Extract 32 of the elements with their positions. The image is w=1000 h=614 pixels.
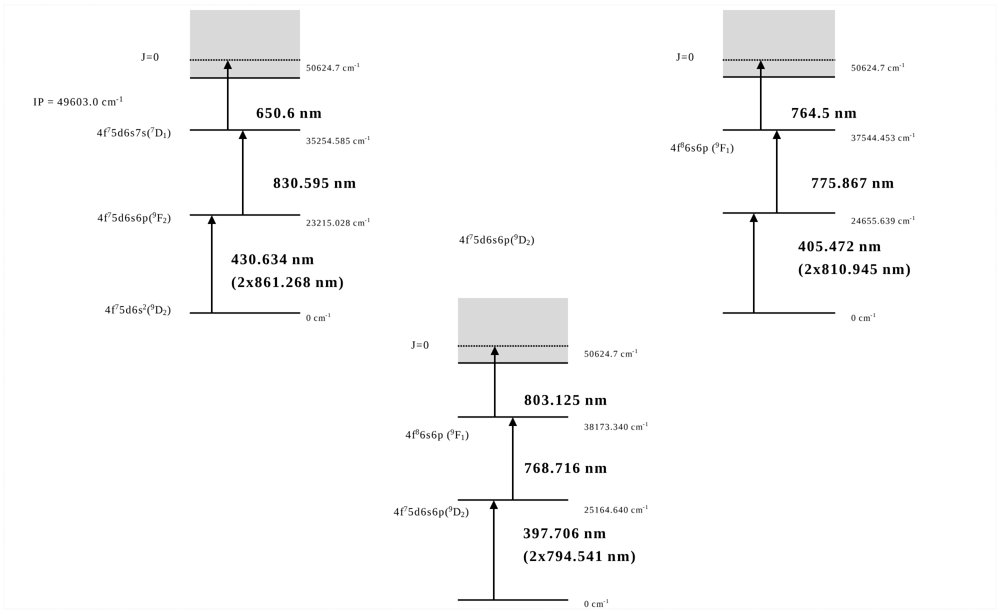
- wavelength-label: 764.5 nm: [792, 108, 856, 118]
- energy-value: 24655.639 cm$^{-1}$: [852, 216, 915, 224]
- wavelength-label: 803.125 nm: [524, 394, 607, 406]
- energy-value: 25164.640 cm$^{-1}$: [584, 505, 648, 513]
- ionization-potential-label: IP = 49603.0 cm$^{-1}$: [34, 96, 123, 106]
- energy-value: 37544.453 cm$^{-1}$: [852, 133, 915, 141]
- state-label: 4f$^{7}$5d6s6p($^{9}$D$_{2}$): [394, 506, 468, 518]
- energy-value: 0 cm$^{-1}$: [852, 313, 876, 321]
- state-label: J=0: [141, 53, 158, 61]
- state-label: 4f$^{7}$5d6s6p($^{9}$D$_{2}$): [459, 234, 534, 246]
- state-label: 4f$^{7}$5d6s$^{2}$($^{9}$D$_{2}$): [105, 304, 170, 316]
- energy-value: 35254.585 cm$^{-1}$: [306, 136, 370, 144]
- state-label: J=0: [676, 53, 694, 61]
- wavelength-label: 405.472 nm (2x810.945 nm): [798, 241, 910, 278]
- energy-value: 38173.340 cm$^{-1}$: [584, 422, 648, 430]
- wavelength-label: 830.595 nm: [274, 178, 356, 188]
- state-label: 4f$^{8}$6s6p ($^{9}$F$_{1}$): [406, 429, 468, 441]
- state-label: 4f$^{7}$5d6s6p($^{9}$F$_{2}$): [98, 212, 170, 224]
- wavelength-label: 397.706 nm (2x794.541 nm): [524, 528, 635, 564]
- energy-value: 50624.7 cm$^{-1}$: [584, 349, 638, 357]
- wavelength-label: 430.634 nm (2x861.268 nm): [231, 254, 343, 290]
- energy-value: 50624.7 cm$^{-1}$: [306, 63, 360, 71]
- energy-value: 0 cm$^{-1}$: [584, 599, 608, 607]
- state-label: 4f$^{8}$6s6p ($^{9}$F$_{1}$): [670, 142, 734, 154]
- state-label: 4f$^{7}$5d6s7s($^{7}$D$_{1}$): [97, 127, 170, 139]
- energy-value: 50624.7 cm$^{-1}$: [852, 63, 904, 71]
- state-label: J=0: [411, 341, 428, 349]
- wavelength-label: 768.716 nm: [525, 462, 607, 474]
- energy-value: 0 cm$^{-1}$: [306, 313, 330, 321]
- energy-value: 23215.028 cm$^{-1}$: [306, 218, 370, 226]
- wavelength-label: 775.867 nm: [812, 178, 894, 188]
- wavelength-label: 650.6 nm: [256, 108, 322, 118]
